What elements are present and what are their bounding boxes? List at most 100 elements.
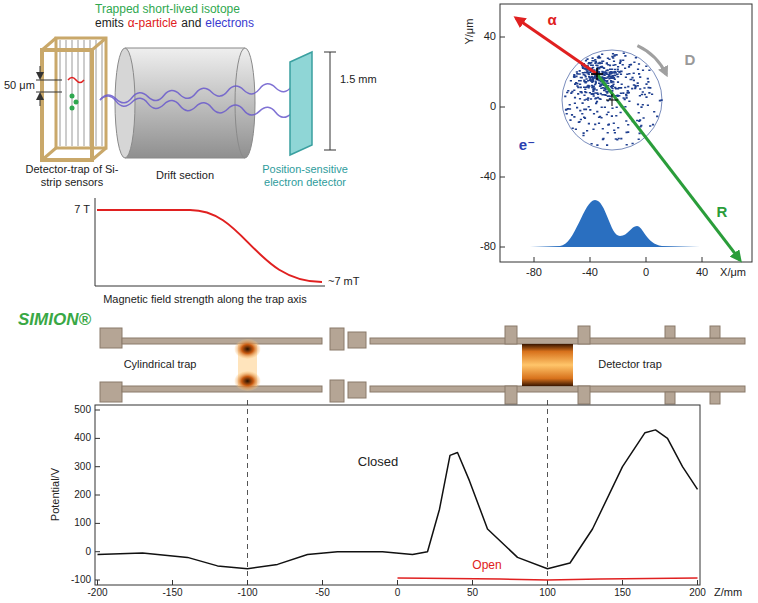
electrode [100, 328, 122, 348]
tick-label: 40 [696, 266, 708, 279]
center-marker [606, 94, 618, 106]
trap-frame-front [42, 50, 92, 160]
tick-label: -80 [526, 266, 542, 279]
tick-label: -200 [87, 587, 107, 599]
dimension-line [324, 52, 336, 150]
tick-label: -50 [315, 587, 329, 599]
open-potential-curve [398, 578, 698, 580]
axis-ticks [95, 410, 698, 585]
caption-word: and [181, 16, 201, 30]
closed-potential-curve [98, 430, 698, 569]
tick-label: 100 [74, 517, 91, 529]
dimension-50um [36, 66, 62, 106]
decay-marker [591, 68, 603, 80]
curve-label: Open [472, 558, 501, 572]
recoil-arrow [597, 74, 740, 260]
tube-wall [370, 386, 745, 392]
electrode [348, 332, 366, 348]
field-value: 7 T [74, 203, 90, 216]
tick-label: 50 [467, 587, 478, 599]
tick-label: -40 [582, 266, 598, 279]
plot-caption: Magnetic field strength along the trap a… [103, 293, 307, 306]
trap-frame-edges [42, 38, 106, 160]
dimension-arrow [40, 66, 41, 78]
electrode [710, 392, 720, 404]
axis-title: X/μm [720, 266, 746, 279]
part-label: Detector-trap of Si-strip sensors [22, 163, 122, 189]
dimension-line [36, 80, 62, 92]
tick-label: -40 [480, 170, 496, 183]
si-strip-sensors [60, 40, 102, 146]
guide-line [248, 400, 548, 585]
caption-word: emits [95, 16, 124, 30]
cylinder-outline [125, 48, 245, 158]
trap-field-hotspot [235, 339, 261, 359]
electrode [348, 382, 366, 398]
tick-label: -100 [237, 587, 257, 599]
electron-hits [564, 52, 663, 146]
electrode [100, 382, 122, 402]
electron-label: electrons [205, 16, 254, 30]
cylinder-end [235, 48, 255, 158]
tick-label: 400 [74, 432, 91, 444]
drift-arc [637, 46, 666, 75]
recoil-symbol: R [717, 203, 728, 221]
projection-histogram [530, 200, 700, 247]
trap-field-hotspot [235, 371, 261, 391]
electron-detector-plate [290, 52, 312, 155]
alpha-mark [68, 78, 84, 83]
alpha-label: α-particle [128, 16, 178, 30]
electrode [330, 380, 344, 402]
electrode [505, 386, 517, 404]
cylinder-body [125, 48, 245, 158]
isotope-dot [70, 106, 75, 111]
curve-label: Closed [358, 454, 398, 470]
electrode [578, 386, 590, 404]
tick-label: 0 [490, 100, 496, 113]
axis-ticks [500, 37, 702, 262]
electrode [578, 326, 590, 344]
plot-frame [500, 4, 752, 262]
electron-path [100, 96, 292, 118]
dimension-label: 50 μm [4, 79, 35, 92]
field-value: ~7 mT [328, 275, 359, 288]
electron-symbol: e⁻ [519, 136, 535, 154]
tick-label: 150 [614, 587, 631, 599]
tube-wall [370, 338, 745, 344]
tick-label: 0 [643, 266, 649, 279]
tube-wall [122, 386, 322, 392]
software-logo: SIMION® [18, 310, 91, 330]
alpha-symbol: α [547, 11, 556, 29]
isotope-label: Trapped short-lived isotope [95, 2, 240, 16]
tick-label: 0 [395, 587, 401, 599]
dimension-label: 1.5 mm [340, 73, 377, 86]
tick-label: 500 [74, 404, 91, 416]
detector-trap [42, 38, 106, 160]
isotope-dot [74, 100, 79, 105]
tick-label: -150 [162, 587, 182, 599]
detector-trap-field [522, 344, 573, 386]
tick-label: 300 [74, 461, 91, 473]
electrode [505, 326, 517, 344]
field-axes [95, 198, 325, 286]
trap-geometry [100, 326, 745, 404]
field-curve [97, 210, 322, 282]
axis-title: Y/μm [463, 19, 476, 45]
electron-trajectories [100, 82, 292, 118]
part-label: Drift section [156, 169, 214, 182]
axis-title: Potential/V [49, 468, 62, 521]
tick-label: -100 [71, 574, 91, 586]
tick-label: 0 [85, 546, 91, 558]
part-label: Detector trap [598, 358, 662, 371]
tick-label: 200 [74, 489, 91, 501]
electrode [710, 326, 720, 338]
part-label: Position-sensitive electron detector [250, 163, 360, 189]
electron-path [100, 82, 292, 104]
tick-label: -80 [480, 240, 496, 253]
plot-frame [95, 405, 700, 585]
part-label: Cylindrical trap [124, 358, 197, 371]
electrode [330, 328, 344, 350]
drift-symbol: D [685, 51, 696, 69]
tick-label: 200 [689, 587, 706, 599]
